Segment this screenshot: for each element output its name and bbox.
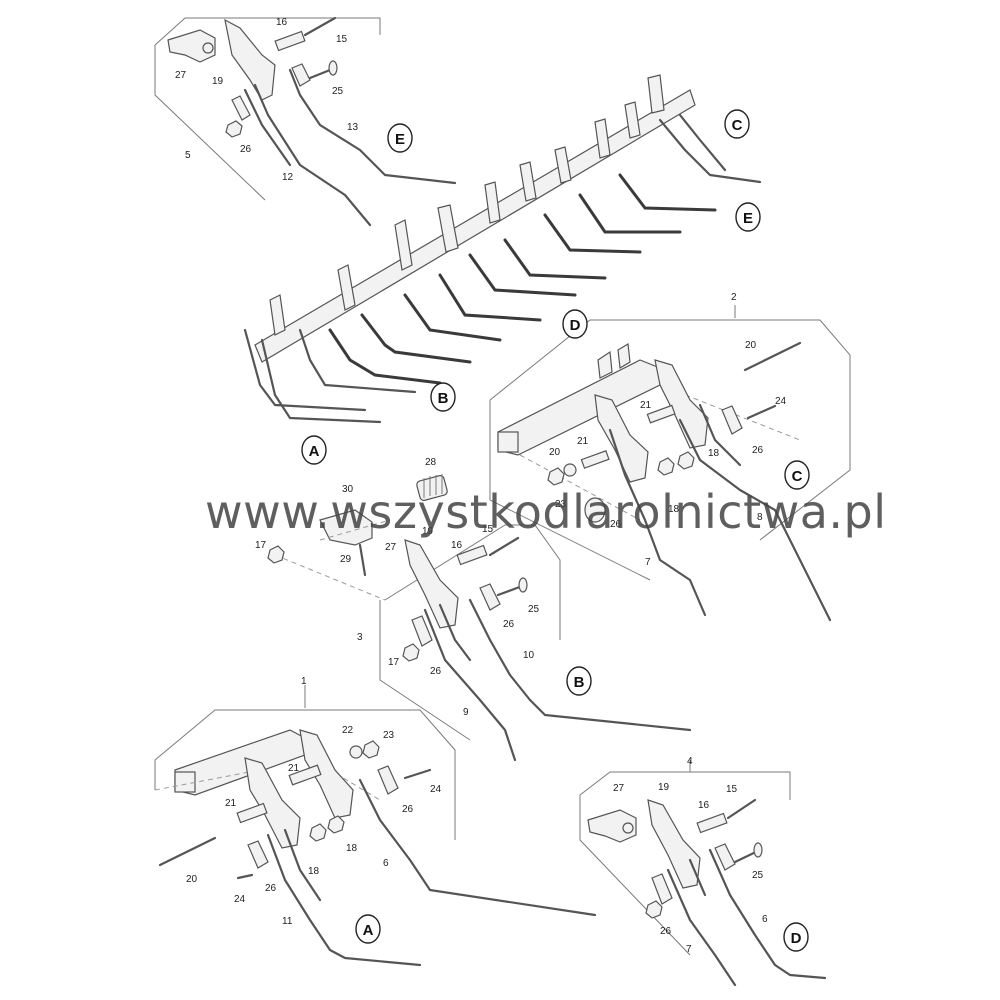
- label: 4: [687, 756, 693, 767]
- label: 2: [731, 292, 737, 303]
- label: 24: [234, 894, 246, 905]
- spring-28: [416, 474, 448, 501]
- label: 18: [346, 843, 358, 854]
- label: 22: [342, 725, 354, 736]
- label: 19: [422, 526, 434, 537]
- label: 21: [225, 798, 237, 809]
- label: 18: [308, 866, 320, 877]
- assembly-4-detail: [579, 760, 827, 987]
- watermark-text: www.wszystkodlarolnictwa.pl: [205, 485, 887, 539]
- label: 18: [708, 448, 720, 459]
- main-assembly: [243, 74, 762, 424]
- svg-text:C: C: [792, 468, 803, 485]
- svg-text:D: D: [791, 930, 802, 947]
- callout-b-mid: B: [430, 382, 456, 412]
- label: 24: [775, 396, 787, 407]
- label: 15: [336, 34, 348, 45]
- label: 15: [726, 784, 738, 795]
- label: 11: [282, 916, 293, 927]
- svg-text:E: E: [743, 210, 753, 227]
- callout-b-box3: B: [566, 666, 592, 696]
- label: 26: [240, 144, 252, 155]
- label: 27: [613, 783, 625, 794]
- label: 18: [668, 504, 680, 515]
- label: 25: [332, 86, 344, 97]
- label: 20: [549, 447, 561, 458]
- assembly-2-detail: [489, 305, 851, 622]
- callout-a-mid: A: [301, 435, 327, 465]
- label: 7: [686, 944, 692, 955]
- assembly-3-detail: [267, 474, 692, 762]
- label: 16: [276, 17, 288, 28]
- callout-e-top: E: [387, 123, 413, 153]
- label: 30: [342, 484, 354, 495]
- label: 26: [503, 619, 515, 630]
- label: 8: [757, 512, 763, 523]
- svg-text:A: A: [363, 922, 374, 939]
- label: 25: [752, 870, 764, 881]
- label: 26: [430, 666, 442, 677]
- label: 29: [340, 554, 352, 565]
- label: 10: [523, 650, 535, 661]
- label: 17: [388, 657, 400, 668]
- label: 21: [577, 436, 589, 447]
- label: 16: [698, 800, 710, 811]
- assembly-1-detail: [154, 685, 597, 967]
- label: 19: [212, 76, 224, 87]
- callout-a-box1: A: [355, 914, 381, 944]
- label: 26: [660, 926, 672, 937]
- callout-e-right: E: [735, 202, 761, 232]
- label: 28: [425, 457, 437, 468]
- label: 21: [288, 763, 300, 774]
- label: 26: [265, 883, 277, 894]
- label: 20: [186, 874, 198, 885]
- label: 6: [762, 914, 768, 925]
- label: 23: [383, 730, 395, 741]
- label: 25: [528, 604, 540, 615]
- svg-text:B: B: [438, 390, 449, 407]
- label: 6: [383, 858, 389, 869]
- label: 27: [385, 542, 397, 553]
- label: 20: [745, 340, 757, 351]
- label: 26: [402, 804, 414, 815]
- tine-holders: [269, 74, 665, 336]
- label: 26: [752, 445, 764, 456]
- svg-text:C: C: [732, 117, 743, 134]
- part-number-labels: 27 16 15 19 25 26 13 12 5 2 20 21 24 21 …: [175, 17, 787, 955]
- label: 13: [347, 122, 359, 133]
- callout-c-box2: C: [784, 460, 810, 490]
- label: 9: [463, 707, 469, 718]
- label: 5: [185, 150, 191, 161]
- label: 3: [357, 632, 363, 643]
- label: 7: [645, 557, 651, 568]
- label: 16: [451, 540, 463, 551]
- tines: [328, 173, 717, 385]
- svg-text:A: A: [309, 443, 320, 460]
- assembly-5-detail: [154, 16, 457, 227]
- callout-circles: E C E D B A C B: [301, 109, 810, 952]
- callout-c-top: C: [724, 109, 750, 139]
- label: 15: [482, 524, 494, 535]
- svg-text:D: D: [570, 317, 581, 334]
- svg-text:E: E: [395, 131, 405, 148]
- label: 24: [430, 784, 442, 795]
- label: 12: [282, 172, 294, 183]
- callout-d-mid: D: [562, 309, 588, 339]
- label: 1: [301, 676, 307, 687]
- label: 21: [640, 400, 652, 411]
- label: 23: [555, 499, 567, 510]
- callout-d-box4: D: [783, 922, 809, 952]
- svg-text:B: B: [574, 674, 585, 691]
- label: 27: [175, 70, 187, 81]
- label: 26: [610, 519, 622, 530]
- label: 19: [658, 782, 670, 793]
- label: 17: [255, 540, 267, 551]
